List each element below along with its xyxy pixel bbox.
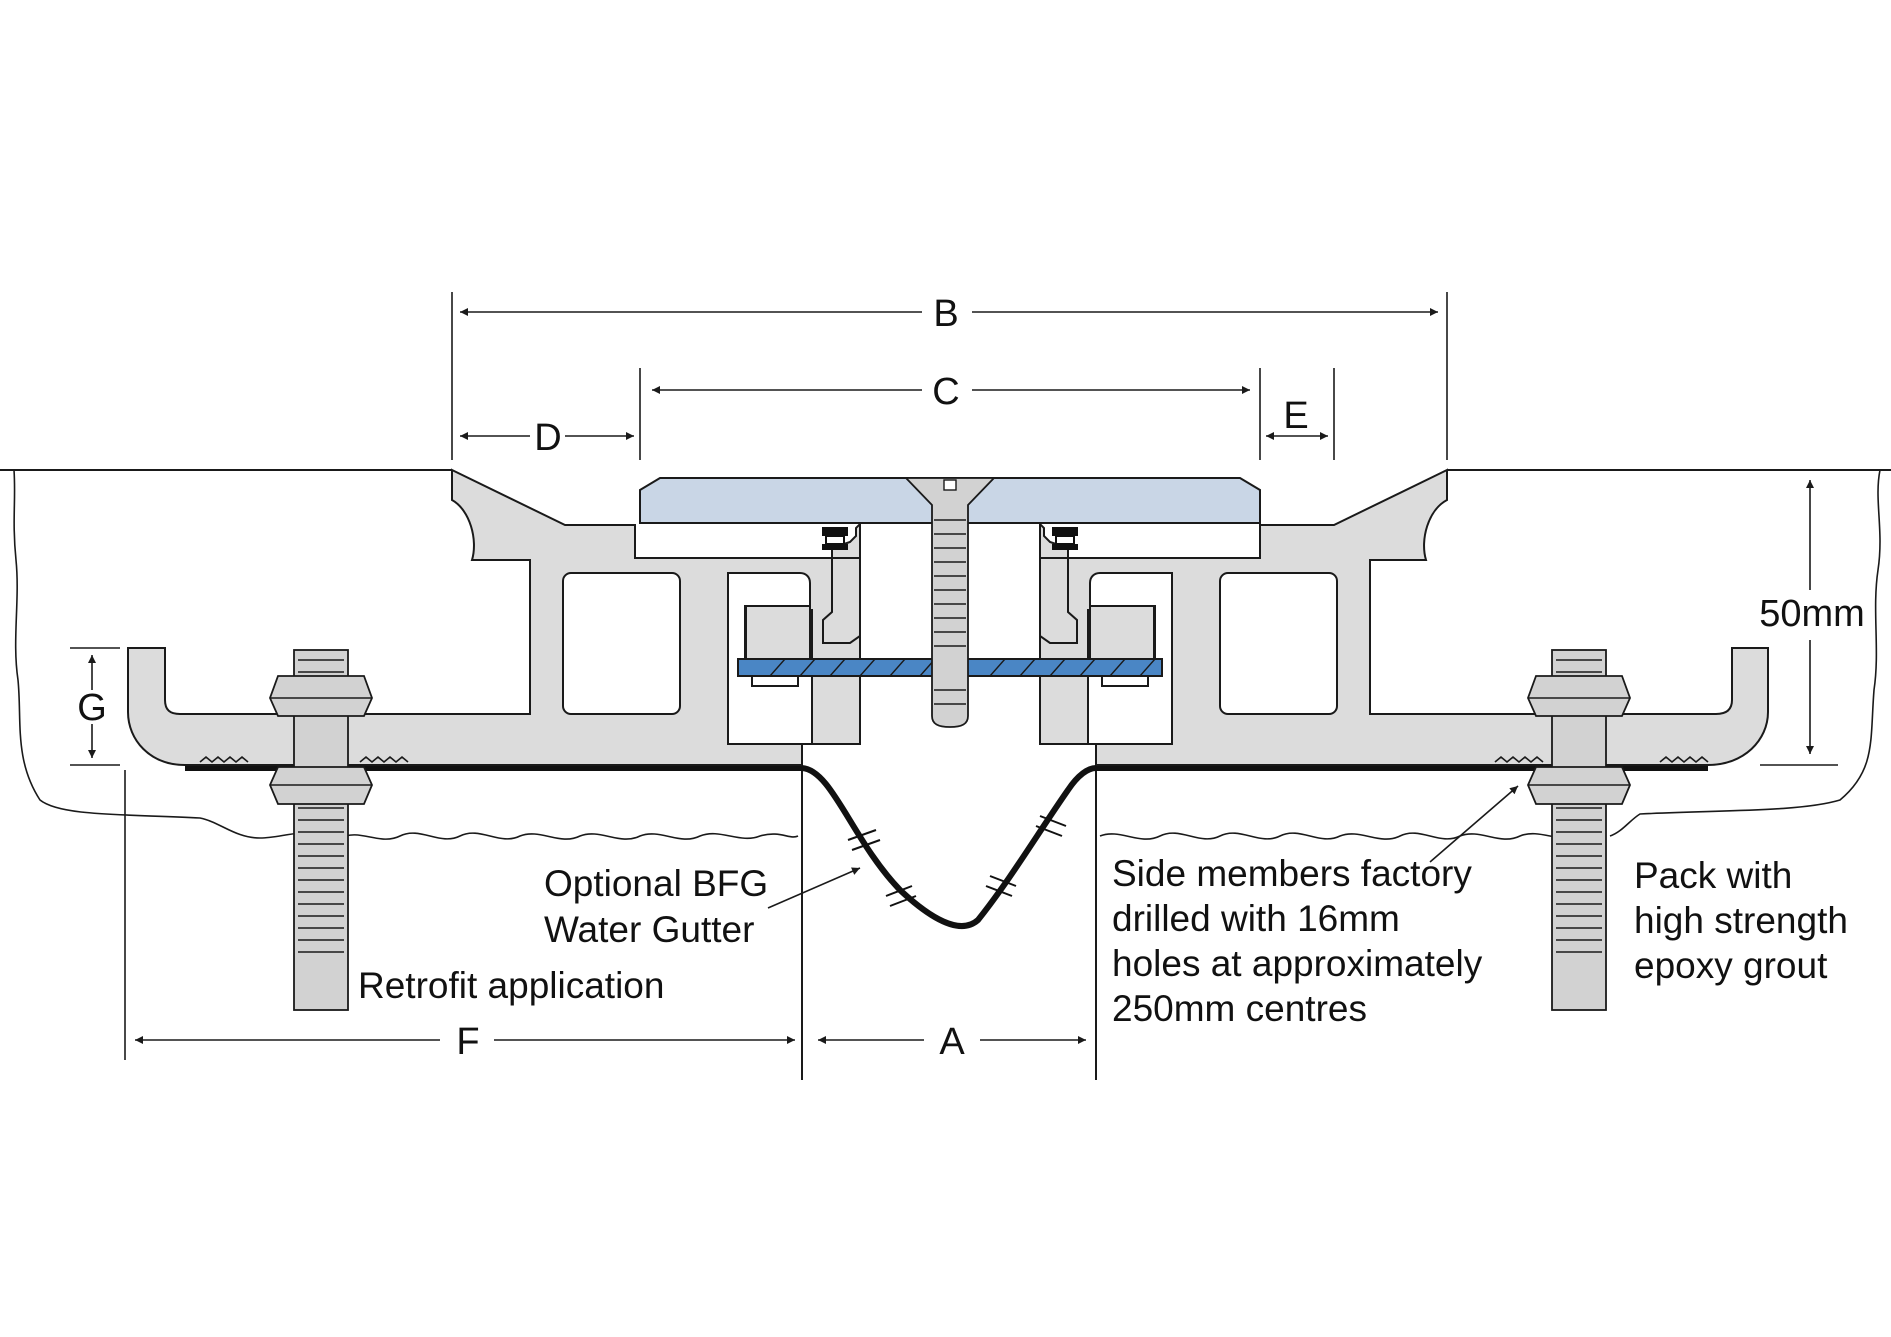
dimension-lines bbox=[70, 292, 1838, 1060]
concrete-substrate bbox=[0, 469, 1891, 840]
grout-note-line3: epoxy grout bbox=[1634, 945, 1828, 986]
right-anchor-bolt bbox=[1527, 649, 1631, 1011]
retrofit-note: Retrofit application bbox=[358, 965, 664, 1006]
retaining-clips bbox=[822, 527, 1078, 550]
central-fixing-bolt bbox=[903, 477, 997, 728]
side-members-note-line4: 250mm centres bbox=[1112, 988, 1367, 1029]
grout-note-line1: Pack with bbox=[1634, 855, 1792, 896]
gutter-note-line1: Optional BFG bbox=[544, 863, 768, 904]
grout-note-line2: high strength bbox=[1634, 900, 1848, 941]
dimension-label-d: D bbox=[534, 417, 561, 459]
side-members-note-line2: drilled with 16mm bbox=[1112, 898, 1400, 939]
dimension-label-f: F bbox=[456, 1021, 479, 1063]
dimension-label-depth: 50mm bbox=[1759, 593, 1865, 635]
dimension-label-g: G bbox=[77, 687, 107, 729]
side-members-note-line1: Side members factory bbox=[1112, 853, 1472, 894]
left-anchor-bolt bbox=[269, 649, 373, 1011]
dimension-label-e: E bbox=[1283, 395, 1308, 437]
side-members-note-line3: holes at approximately bbox=[1112, 943, 1483, 984]
leader-lines bbox=[767, 785, 1519, 909]
dimension-label-b: B bbox=[933, 293, 958, 335]
dimension-label-c: C bbox=[932, 371, 959, 413]
joint-gap-lines bbox=[801, 765, 1097, 1080]
epoxy-bedding-marks bbox=[199, 755, 1709, 764]
gutter-note-line2: Water Gutter bbox=[544, 909, 754, 950]
water-gutter bbox=[801, 765, 1097, 929]
dimension-label-a: A bbox=[939, 1021, 965, 1063]
